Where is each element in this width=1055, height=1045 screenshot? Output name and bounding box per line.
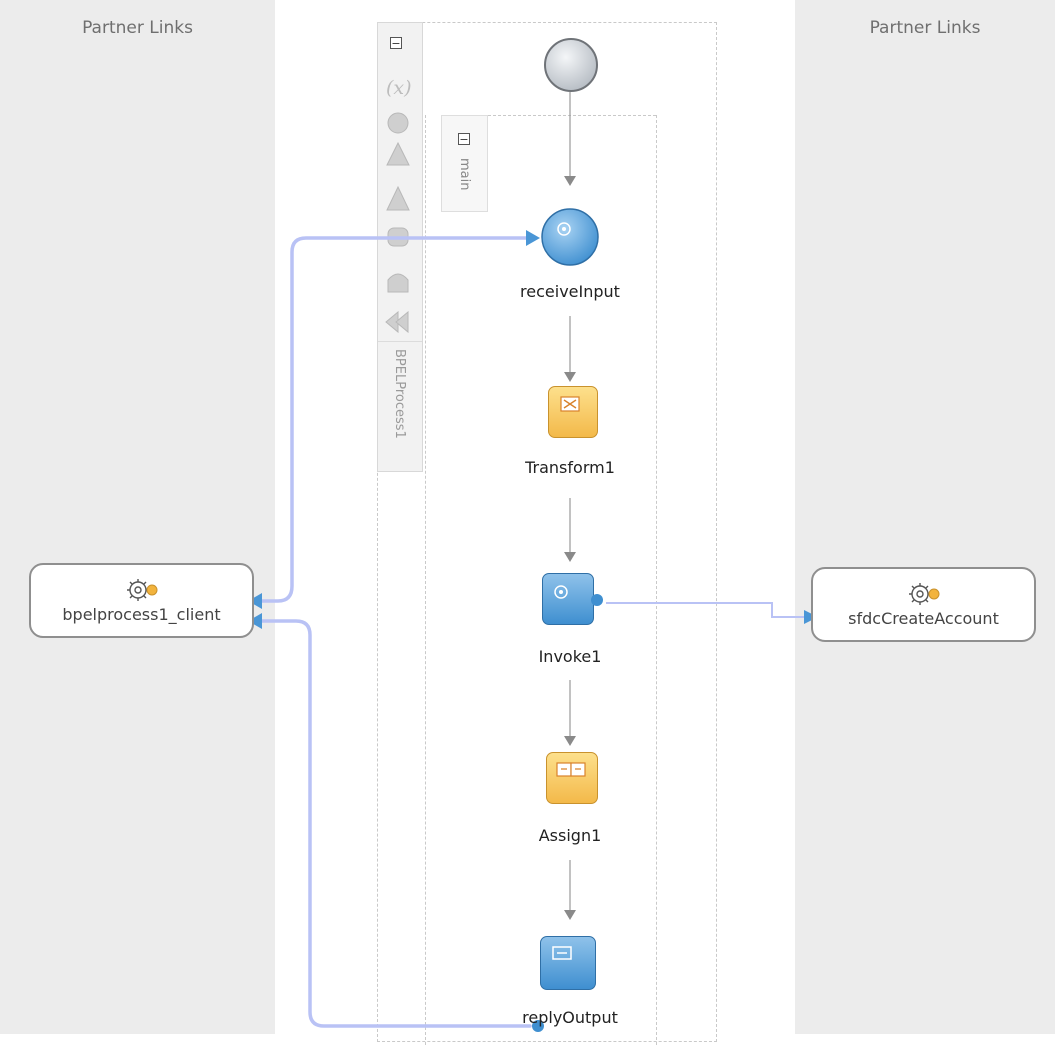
link-invoke-to-service bbox=[606, 602, 804, 618]
main-sequence-header: − main bbox=[441, 115, 488, 212]
reply-port-icon bbox=[532, 1020, 544, 1032]
activity-reply-output[interactable]: replyOutput bbox=[470, 936, 670, 1034]
lane-bottom-strip bbox=[0, 1018, 145, 1034]
lane-title-right: Partner Links bbox=[869, 18, 981, 38]
transform-icon bbox=[548, 386, 598, 438]
activity-label: Invoke1 bbox=[538, 647, 602, 666]
start-event[interactable] bbox=[542, 36, 600, 94]
arrowhead-to-invoke bbox=[564, 552, 576, 562]
main-sequence-top-edge bbox=[488, 115, 656, 116]
activity-assign1[interactable]: Assign1 bbox=[470, 752, 670, 852]
arrowhead-into-client-top bbox=[248, 593, 262, 609]
activity-label: receiveInput bbox=[520, 282, 620, 301]
activity-label: Transform1 bbox=[525, 458, 615, 477]
gear-cluster-icon bbox=[127, 579, 158, 601]
partner-links-lane-right: Partner Links bbox=[795, 0, 1055, 1034]
main-sequence-label: main bbox=[457, 158, 472, 191]
activity-label: Assign1 bbox=[538, 826, 602, 845]
activity-transform1[interactable]: Transform1 bbox=[470, 386, 670, 486]
lane-title-left: Partner Links bbox=[82, 18, 193, 38]
arrowhead-to-transform bbox=[564, 372, 576, 382]
process-name-label: BPELProcess1 bbox=[392, 349, 407, 439]
partner-client-label: bpelprocess1_client bbox=[62, 605, 221, 624]
partner-links-lane-left: Partner Links bbox=[0, 0, 275, 1034]
process-collapse-button[interactable]: − bbox=[390, 37, 402, 50]
toolbox-divider bbox=[378, 341, 422, 342]
partner-service-label: sfdcCreateAccount bbox=[848, 609, 999, 628]
arrowhead-into-client-bottom bbox=[248, 613, 262, 629]
partner-link-client[interactable]: bpelprocess1_client bbox=[29, 563, 254, 638]
activity-label: replyOutput bbox=[522, 1008, 618, 1027]
activity-receive-input[interactable]: receiveInput bbox=[470, 207, 670, 307]
invoke-port-icon bbox=[591, 594, 603, 606]
receive-icon bbox=[541, 208, 599, 266]
partner-link-service[interactable]: sfdcCreateAccount bbox=[811, 567, 1036, 642]
arrowhead-to-receive bbox=[564, 176, 576, 186]
process-toolbox: − BPELProcess1 bbox=[377, 22, 423, 472]
gear-cluster-icon bbox=[909, 583, 940, 605]
invoke-icon bbox=[542, 573, 594, 625]
link-client-to-receive bbox=[260, 236, 528, 603]
assign-icon bbox=[546, 752, 598, 804]
reply-icon bbox=[540, 936, 596, 990]
link-reply-to-client bbox=[260, 619, 532, 1028]
arrowhead-to-assign bbox=[564, 736, 576, 746]
activity-invoke1[interactable]: Invoke1 bbox=[470, 573, 670, 673]
main-sequence-frame bbox=[425, 115, 657, 1045]
arrowhead-into-receive bbox=[526, 230, 540, 246]
main-collapse-button[interactable]: − bbox=[458, 133, 470, 146]
arrowhead-to-reply bbox=[564, 910, 576, 920]
